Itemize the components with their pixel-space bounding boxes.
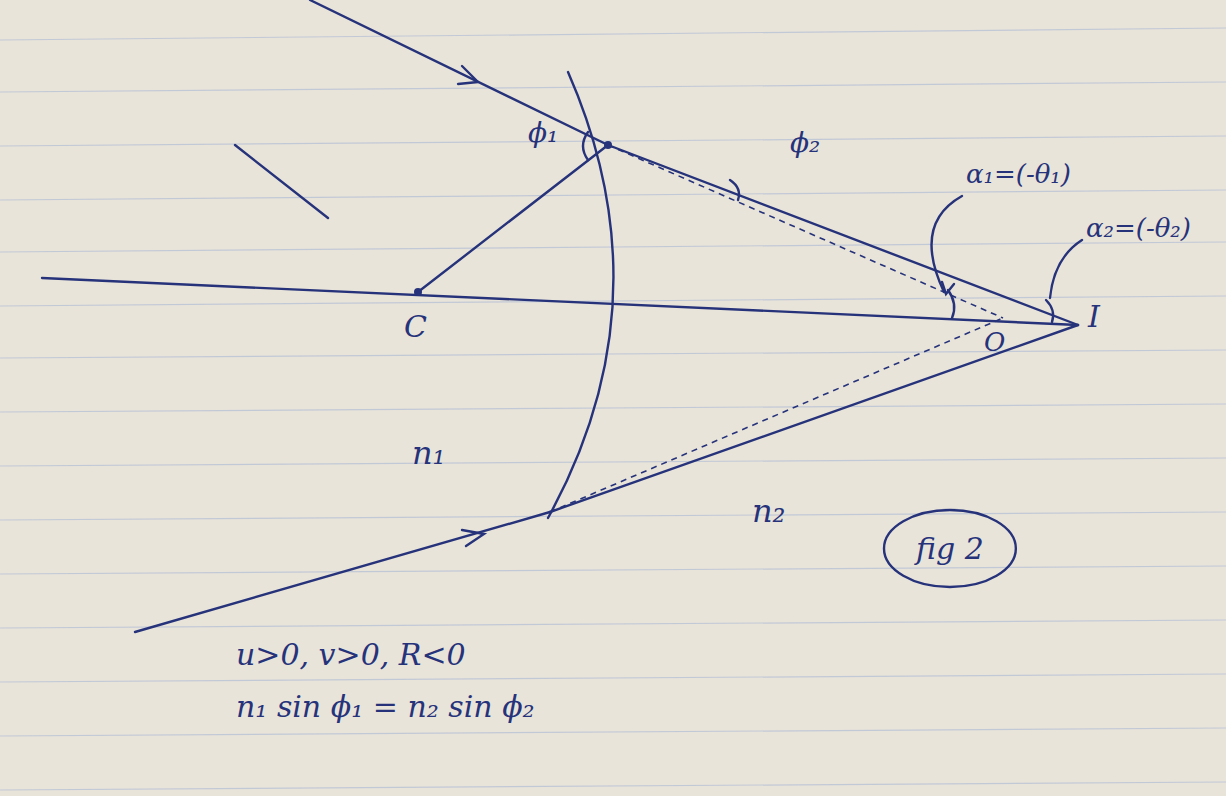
point-label: I [1088, 300, 1100, 333]
optical-axis [42, 278, 1078, 325]
leader-line [1050, 240, 1082, 298]
incident-ray [310, 0, 608, 145]
oval-outline [884, 510, 1016, 587]
angle-arc [948, 290, 954, 318]
sign-convention: u>0, v>0, R<0 [236, 638, 466, 671]
dashed-ray [608, 145, 1003, 318]
medium-label: n₂ [752, 494, 785, 529]
stroke-mark [235, 145, 328, 218]
ray-arrow [458, 66, 478, 84]
angle-label: α₂=(-θ₂) [1086, 214, 1191, 243]
radius-line [418, 145, 608, 292]
refracted-ray [608, 145, 1078, 325]
medium-label: n₁ [412, 436, 445, 471]
dashed-ray [550, 318, 1003, 512]
refracted-ray [550, 325, 1078, 512]
angle-label: ϕ₂ [790, 128, 820, 159]
incident-ray [135, 512, 550, 632]
figure-tag: fig 2 [881, 507, 1019, 590]
angle-arc [1046, 300, 1053, 322]
figure-label: fig 2 [916, 532, 984, 565]
angle-arc [730, 180, 739, 200]
point-label: O [984, 328, 1005, 357]
angle-label: α₁=(-θ₁) [966, 160, 1071, 189]
ruled-lines [0, 28, 1226, 790]
point-label: C [404, 310, 427, 343]
snell-law: n₁ sin ϕ₁ = n₂ sin ϕ₂ [236, 690, 535, 723]
ray-arrow [462, 530, 484, 546]
angle-label: ϕ₁ [528, 118, 558, 149]
center-point [414, 288, 422, 296]
leader-line [932, 196, 962, 292]
angle-arc [583, 132, 588, 160]
incidence-point [604, 141, 612, 149]
